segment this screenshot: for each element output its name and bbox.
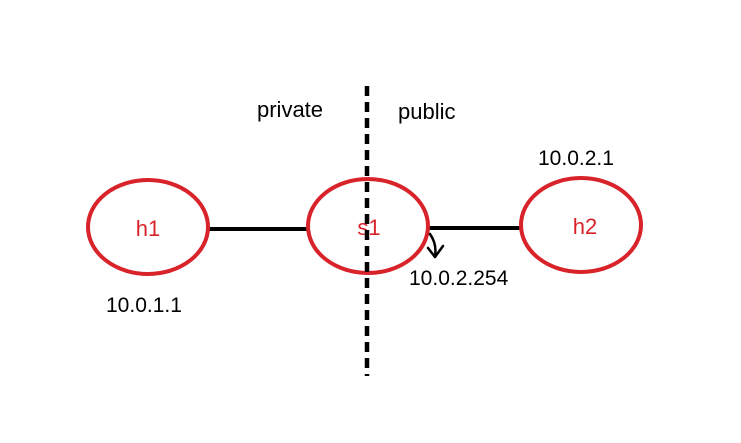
node-h1-label: h1 (136, 216, 160, 241)
interface-arrow-icon (426, 232, 445, 259)
node-h2-circle (519, 176, 643, 274)
node-h2: h2 (519, 176, 643, 274)
zone-label-private: private (257, 97, 323, 122)
node-h1: h1 (86, 178, 210, 276)
node-s1: s1 (306, 177, 430, 275)
ip-label-s1: 10.0.2.254 (409, 267, 509, 290)
node-h2-label: h2 (573, 214, 597, 239)
node-s1-label: s1 (357, 215, 380, 240)
node-s1-circle (306, 177, 430, 275)
node-h1-circle (86, 178, 210, 276)
ip-label-h2: 10.0.2.1 (538, 147, 614, 170)
ip-label-h1: 10.0.1.1 (106, 294, 182, 317)
zone-label-public: public (398, 99, 455, 124)
